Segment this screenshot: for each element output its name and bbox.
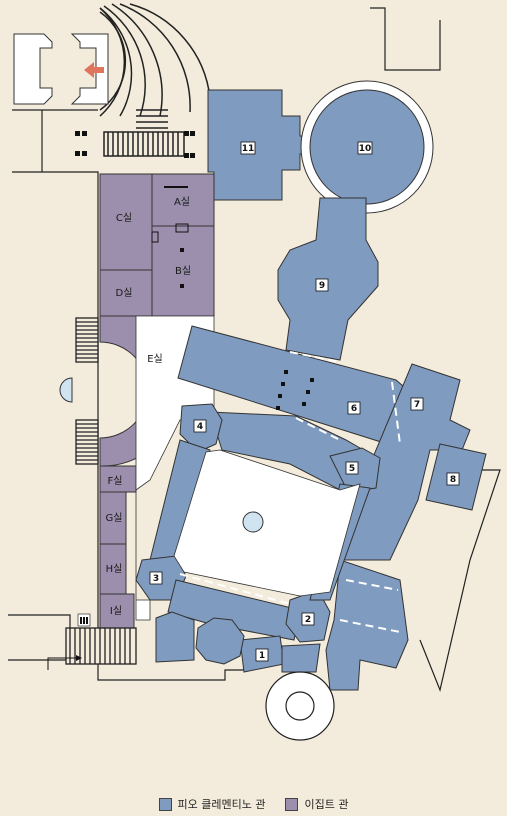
legend-item-pio: 피오 클레멘티노 관 [158, 796, 266, 812]
room-6-columns [276, 370, 314, 410]
label-room-10: 10 [359, 144, 372, 154]
dashed-partitions [179, 351, 401, 633]
legend-item-egypt: 이집트 관 [285, 796, 348, 812]
octagonal-courtyard [173, 449, 361, 597]
label-room-6: 6 [351, 404, 357, 414]
label-room-1: 1 [259, 651, 265, 661]
south-rotunda [265, 671, 335, 741]
label-room-5: 5 [349, 464, 355, 474]
room-f[interactable] [99, 465, 137, 493]
entrance-arrowhead-icon [76, 655, 82, 661]
legend-swatch-egypt [285, 797, 299, 811]
legend-label-egypt: 이집트 관 [304, 798, 349, 811]
label-room-d: D실 [116, 287, 133, 299]
label-room-3: 3 [153, 574, 159, 584]
gallery-south[interactable] [167, 579, 301, 641]
label-room-2: 2 [305, 615, 311, 625]
fountain-left [59, 377, 73, 403]
courtyard-fountain [242, 511, 264, 533]
room-round-south[interactable] [195, 617, 245, 665]
restroom-icon [77, 613, 91, 627]
staircase-top [103, 109, 185, 157]
room-d[interactable] [99, 269, 153, 317]
label-room-11: 11 [242, 144, 255, 154]
label-room-4: 4 [197, 422, 203, 432]
columns-top [75, 131, 195, 158]
legend-swatch-pio [158, 797, 172, 811]
egyptian-labels: A실 B실 C실 D실 E실 F실 G실 H실 I실 [106, 196, 192, 617]
entrance-arrow-icon [47, 657, 76, 670]
label-room-9: 9 [319, 281, 325, 291]
room-b[interactable] [151, 225, 215, 317]
entry-arrow-icon [84, 62, 104, 78]
label-room-h: H실 [106, 563, 123, 575]
label-room-f: F실 [108, 475, 123, 487]
label-room-c: C실 [116, 212, 132, 224]
label-room-8: 8 [450, 475, 456, 485]
label-room-7: 7 [414, 400, 420, 410]
staircase-left [75, 317, 99, 465]
map-legend: 피오 클레멘티노 관 이집트 관 [0, 795, 507, 813]
label-room-i: I실 [110, 605, 122, 617]
entry-halls [13, 33, 109, 105]
label-room-b: B실 [175, 265, 191, 277]
label-room-e: E실 [147, 353, 163, 365]
room-i[interactable] [99, 593, 135, 629]
room-square-south[interactable] [155, 611, 195, 663]
egyptian-details [151, 186, 189, 288]
label-room-g: G실 [106, 512, 123, 524]
semicircle-steps [99, 3, 211, 117]
room-11[interactable] [207, 89, 311, 201]
legend-label-pio: 피오 클레멘티노 관 [177, 798, 266, 811]
numbered-labels: 11 10 9 6 7 8 5 4 3 2 1 [149, 141, 460, 662]
label-room-a: A실 [174, 196, 190, 208]
building-outlines [8, 7, 501, 693]
room-1-annex[interactable] [281, 643, 321, 673]
